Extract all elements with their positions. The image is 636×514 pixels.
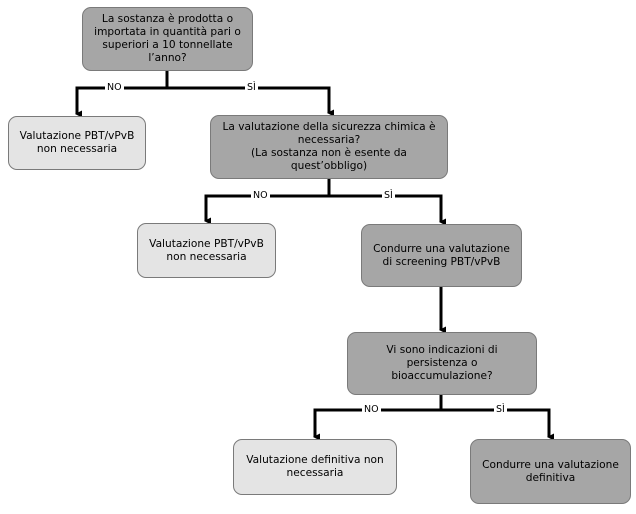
edge-label-no-1: NO <box>105 82 124 93</box>
edge-label-no-2: NO <box>251 190 270 201</box>
edge-label-yes-3: SÌ <box>494 404 507 415</box>
edge-q3-a2 <box>441 408 554 441</box>
action-screening-assessment: Condurre una valutazione di screening PB… <box>361 224 522 287</box>
edge-label-yes-1: SÌ <box>245 82 258 93</box>
result-final-not-needed: Valutazione definitiva non necessaria <box>233 439 397 495</box>
result-pbt-not-needed-1: Valutazione PBT/vPvB non necessaria <box>8 116 146 170</box>
question-persistence-bioaccumulation: Vi sono indicazioni di persistenza o bio… <box>347 332 537 395</box>
question-chemical-safety-assessment: La valutazione della sicurezza chimica è… <box>210 115 448 179</box>
edge-q3-r3 <box>313 395 443 441</box>
action-final-assessment: Condurre una valutazione definitiva <box>470 439 631 504</box>
question-production-quantity: La sostanza è prodotta o importata in qu… <box>82 7 253 71</box>
edge-label-no-3: NO <box>362 404 381 415</box>
edge-q1-q2 <box>167 86 334 117</box>
edge-label-yes-2: SÌ <box>382 190 395 201</box>
result-pbt-not-needed-2: Valutazione PBT/vPvB non necessaria <box>137 223 276 278</box>
edge-q2-a1 <box>329 194 446 226</box>
